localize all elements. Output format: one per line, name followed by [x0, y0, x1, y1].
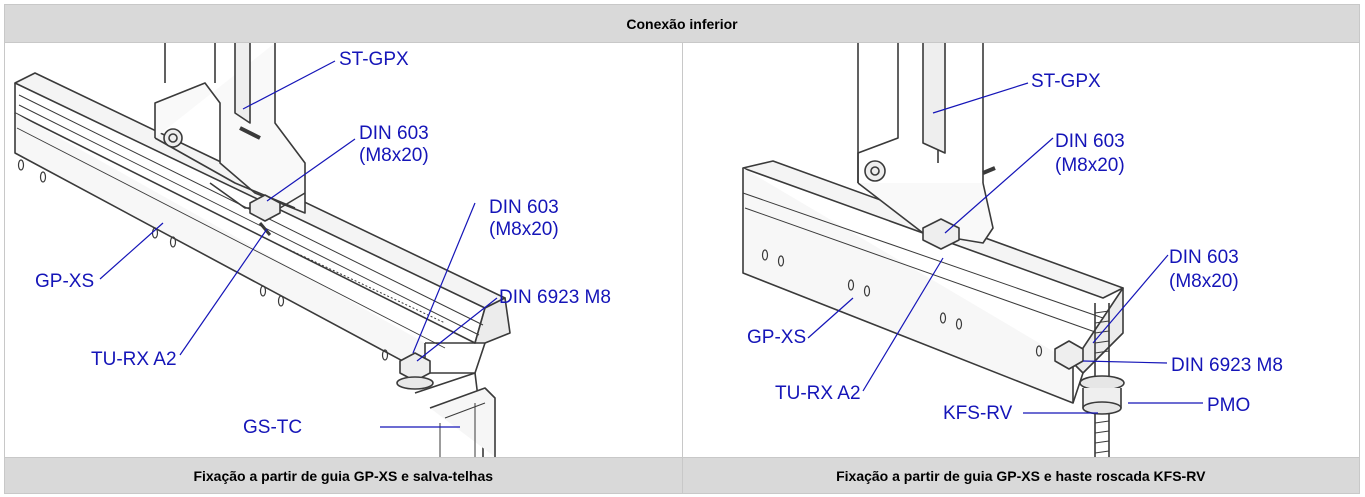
left-label-din603-b-line2: (M8x20) [489, 219, 559, 240]
right-label-tu-rx: TU-RX A2 [775, 383, 861, 404]
left-label-din603-a-line2: (M8x20) [359, 145, 429, 166]
left-caption: Fixação a partir de guia GP-XS e salva-t… [193, 467, 494, 484]
right-label-st-gpx: ST-GPX [1031, 71, 1101, 92]
left-technical-drawing: ST-GPX DIN 603 (M8x20) DIN 603 (M8x20) D… [14, 43, 611, 457]
table-header: Conexão inferior [5, 5, 1359, 43]
right-label-pmo: PMO [1207, 395, 1250, 416]
header-title: Conexão inferior [626, 15, 738, 32]
right-label-din603-a-line1: DIN 603 [1055, 131, 1125, 152]
right-caption: Fixação a partir de guia GP-XS e haste r… [681, 458, 1360, 493]
left-label-st-gpx: ST-GPX [339, 49, 409, 70]
right-label-din603-b-line2: (M8x20) [1169, 271, 1239, 292]
left-drawing-panel: ST-GPX DIN 603 (M8x20) DIN 603 (M8x20) D… [5, 43, 683, 457]
connection-table: Conexão inferior [4, 4, 1360, 494]
right-label-kfs-rv: KFS-RV [943, 403, 1013, 424]
left-label-din6923: DIN 6923 M8 [499, 287, 611, 308]
left-label-din603-b-line1: DIN 603 [489, 197, 559, 218]
left-label-gs-tc: GS-TC [243, 417, 302, 438]
right-technical-drawing: ST-GPX DIN 603 (M8x20) DIN 603 (M8x20) D… [742, 43, 1283, 457]
left-label-din603-a-line1: DIN 603 [359, 123, 429, 144]
right-label-din603-b-line1: DIN 603 [1169, 247, 1239, 268]
right-label-din6923: DIN 6923 M8 [1171, 355, 1283, 376]
right-label-din603-a-line2: (M8x20) [1055, 155, 1125, 176]
right-label-gp-xs: GP-XS [747, 327, 806, 348]
table-footer: Fixação a partir de guia GP-XS e salva-t… [5, 457, 1359, 493]
left-label-tu-rx: TU-RX A2 [91, 349, 177, 370]
right-drawing-panel: ST-GPX DIN 603 (M8x20) DIN 603 (M8x20) D… [683, 43, 1359, 457]
left-label-gp-xs: GP-XS [35, 271, 94, 292]
